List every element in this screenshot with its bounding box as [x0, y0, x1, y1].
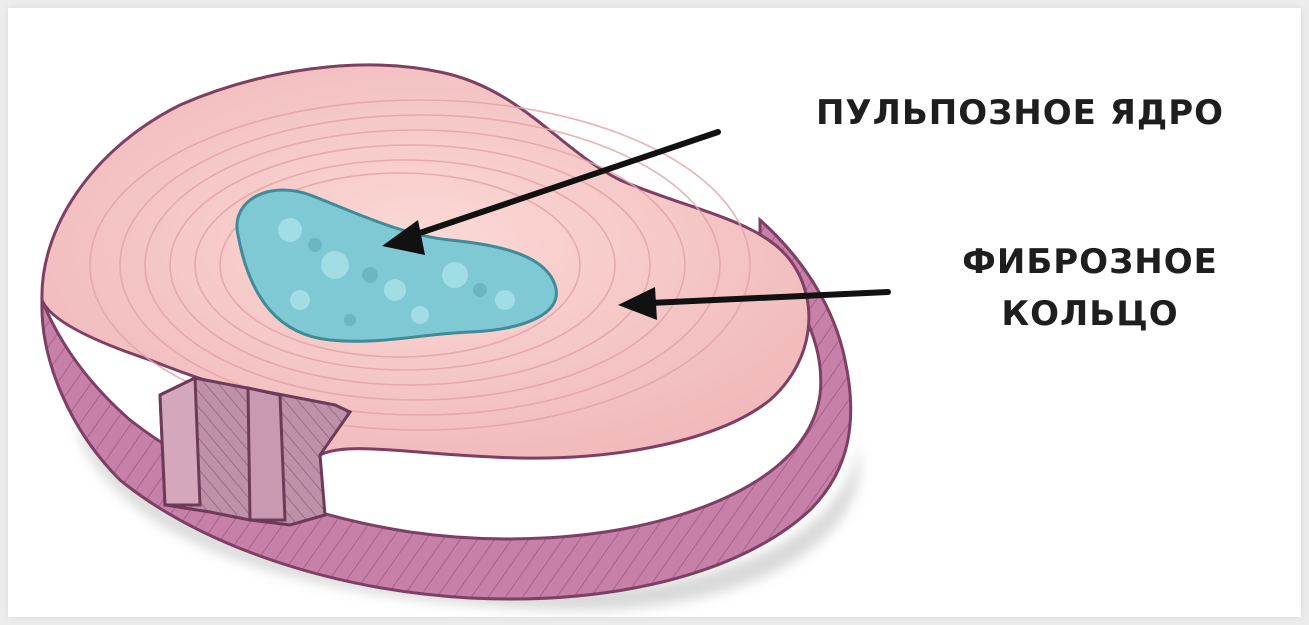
cut-section-front	[160, 378, 200, 505]
label-fibrous-ring-line2: КОЛЬЦО	[920, 288, 1260, 340]
cut-section-step	[248, 388, 285, 520]
label-fibrous-ring: ФИБРОЗНОЕ КОЛЬЦО	[920, 236, 1260, 340]
label-fibrous-ring-line1: ФИБРОЗНОЕ	[920, 236, 1260, 288]
label-nucleus-pulposus: ПУЛЬПОЗНОЕ ЯДРО	[760, 87, 1280, 139]
